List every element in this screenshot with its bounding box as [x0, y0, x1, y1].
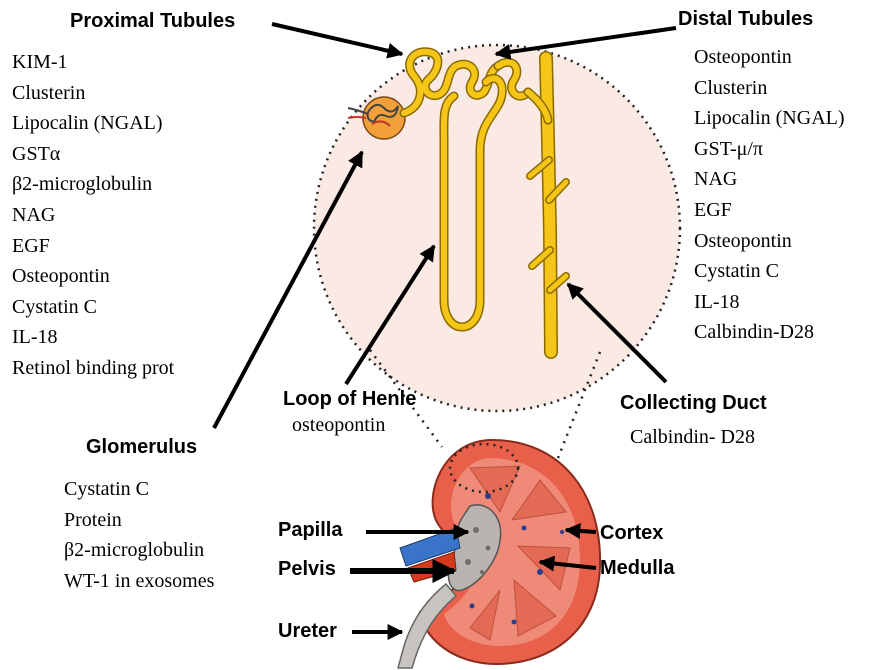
marker-item: GST-μ/π: [694, 134, 845, 165]
marker-item: Osteopontin: [694, 42, 845, 73]
marker-item: Clusterin: [694, 73, 845, 104]
proximal-tubules-marker-list: KIM-1 Clusterin Lipocalin (NGAL) GSTα β2…: [12, 47, 174, 384]
marker-item: IL-18: [694, 287, 845, 318]
kidney-drawing: [398, 440, 600, 668]
marker-item: β2-microglobulin: [12, 169, 174, 200]
papilla-label: Papilla: [278, 519, 342, 542]
marker-item: Lipocalin (NGAL): [694, 103, 845, 134]
marker-item: Cystatin C: [694, 256, 845, 287]
marker-item: Protein: [64, 505, 214, 536]
marker-item: IL-18: [12, 322, 174, 353]
loop-of-henle-title: Loop of Henle: [283, 388, 416, 411]
proximal-tubules-title: Proximal Tubules: [70, 10, 235, 33]
marker-item: Osteopontin: [694, 226, 845, 257]
marker-item: Calbindin-D28: [694, 317, 845, 348]
collecting-duct-marker: Calbindin- D28: [630, 426, 755, 449]
glomerulus-marker-list: Cystatin C Protein β2-microglobulin WT-1…: [64, 474, 214, 596]
marker-item: NAG: [694, 164, 845, 195]
marker-item: Lipocalin (NGAL): [12, 108, 174, 139]
cortex-label: Cortex: [600, 522, 663, 545]
marker-item: EGF: [694, 195, 845, 226]
ureter-label: Ureter: [278, 620, 337, 643]
marker-item: Cystatin C: [64, 474, 214, 505]
pelvis-label: Pelvis: [278, 558, 336, 581]
marker-item: β2-microglobulin: [64, 535, 214, 566]
marker-item: GSTα: [12, 139, 174, 170]
arrow-proximal-tubules: [272, 24, 402, 54]
marker-item: WT-1 in exosomes: [64, 566, 214, 597]
marker-item: Clusterin: [12, 78, 174, 109]
marker-item: KIM-1: [12, 47, 174, 78]
loop-of-henle-marker: osteopontin: [292, 414, 385, 437]
marker-item: EGF: [12, 231, 174, 262]
arrow-distal-tubules: [496, 28, 676, 54]
marker-item: Retinol binding prot: [12, 353, 174, 384]
collecting-duct-title: Collecting Duct: [620, 392, 767, 415]
arrow-cortex: [566, 530, 596, 532]
marker-item: Osteopontin: [12, 261, 174, 292]
glomerulus-title: Glomerulus: [86, 436, 197, 459]
distal-tubules-marker-list: Osteopontin Clusterin Lipocalin (NGAL) G…: [694, 42, 845, 348]
marker-item: Cystatin C: [12, 292, 174, 323]
medulla-label: Medulla: [600, 557, 674, 580]
distal-tubules-title: Distal Tubules: [678, 8, 813, 31]
marker-item: NAG: [12, 200, 174, 231]
